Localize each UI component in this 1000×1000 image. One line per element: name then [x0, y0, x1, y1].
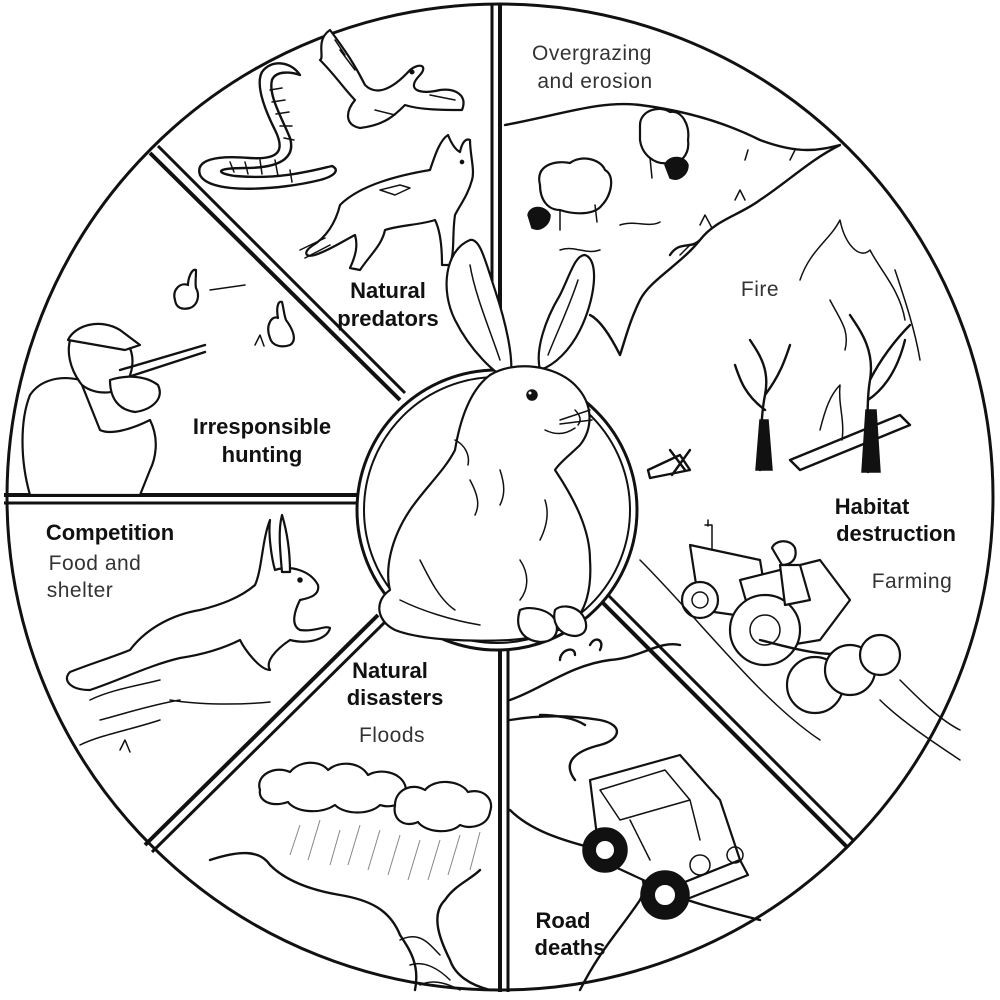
- competition-sub-line2: shelter: [47, 579, 114, 602]
- natural-disasters-illustration: Natural disasters Floods: [208, 658, 493, 992]
- central-hare-icon: [378, 238, 596, 644]
- predators-illustration: Natural predators: [198, 28, 475, 331]
- irresponsible-hunting-title-line1: Irresponsible: [193, 414, 331, 439]
- road-deaths-title-line1: Road: [536, 908, 591, 933]
- natural-predators-title-line1: Natural: [350, 278, 426, 303]
- competition-title: Competition: [46, 520, 174, 545]
- natural-disasters-title-line1: Natural: [352, 658, 428, 683]
- floods-label: Floods: [359, 724, 425, 747]
- habitat-destruction-title-line1: Habitat: [835, 494, 910, 519]
- rain-streaks: [289, 819, 481, 881]
- segment-dividers: [4, 4, 856, 992]
- road-deaths-title-line2: deaths: [535, 935, 606, 960]
- small-hare-icon: [267, 300, 295, 348]
- leaping-hare-icon: [65, 513, 332, 746]
- overgrazing-label-line1: Overgrazing: [532, 42, 652, 65]
- competition-illustration: Competition Food and shelter: [46, 513, 332, 753]
- competition-sub-line1: Food and: [49, 552, 142, 575]
- small-hare-icon: [173, 268, 200, 310]
- sheep-icon: [527, 157, 613, 231]
- sheep-icon: [638, 107, 690, 180]
- natural-disasters-title-line2: disasters: [347, 685, 444, 710]
- eroded-hillside: [503, 102, 842, 357]
- snake-icon: [198, 62, 337, 190]
- hunter-icon: [21, 322, 207, 497]
- farming-label: Farming: [872, 570, 953, 593]
- burning-trees-icon: [646, 219, 921, 480]
- hunting-illustration: Irresponsible hunting: [21, 268, 331, 497]
- storm-cloud-icon: [258, 761, 493, 833]
- irresponsible-hunting-title-line2: hunting: [222, 442, 303, 467]
- overgrazing-label-line2: and erosion: [537, 70, 652, 93]
- flooded-valley: [208, 851, 492, 992]
- tractor-icon: [639, 519, 961, 761]
- eagle-icon: [318, 28, 465, 130]
- natural-predators-title-line2: predators: [337, 306, 438, 331]
- habitat-destruction-title-line2: destruction: [836, 521, 956, 546]
- road-deaths-illustration: Road deaths: [508, 638, 762, 992]
- habitat-destruction-illustration: Overgrazing and erosion Fire Habitat: [503, 42, 961, 761]
- fire-label: Fire: [741, 278, 779, 301]
- car-icon: [582, 753, 750, 920]
